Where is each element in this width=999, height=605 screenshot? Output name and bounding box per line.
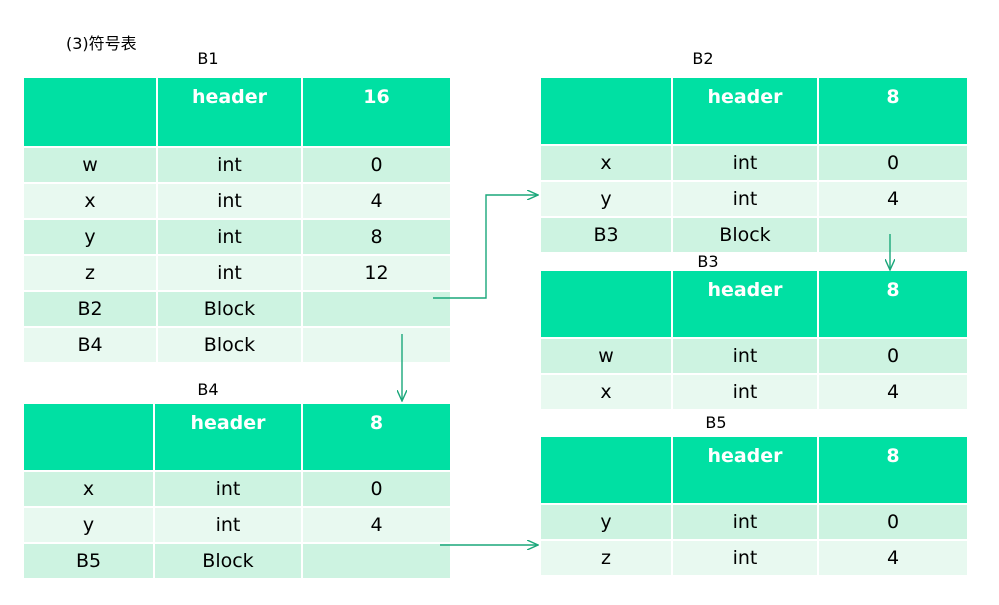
header-cell: 16 [301, 78, 450, 146]
header-cell [541, 271, 671, 337]
symbol-name-cell: w [541, 339, 671, 373]
header-cell [541, 437, 671, 503]
table-caption-b3: B3 [697, 252, 719, 271]
symbol-name-cell: x [24, 184, 156, 218]
header-cell: 8 [301, 404, 450, 470]
symbol-offset-cell: 4 [817, 541, 967, 575]
symbol-name-cell: B4 [24, 328, 156, 362]
symbol-name-cell: B2 [24, 292, 156, 326]
symbol-name-cell: z [24, 256, 156, 290]
symbol-name-cell: B5 [24, 544, 153, 578]
symbol-type-cell: int [671, 182, 817, 216]
symbol-offset-cell: 8 [301, 220, 450, 254]
header-cell: 8 [817, 271, 967, 337]
header-cell: 8 [817, 437, 967, 503]
header-cell [24, 404, 153, 470]
symbol-type-cell: int [156, 148, 301, 182]
header-cell: header [671, 78, 817, 144]
symbol-offset-cell: 0 [817, 339, 967, 373]
symbol-type-cell: int [156, 220, 301, 254]
symbol-type-cell: int [671, 541, 817, 575]
symbol-offset-cell: 4 [817, 375, 967, 409]
symbol-type-cell: Block [156, 328, 301, 362]
symbol-type-cell: int [671, 505, 817, 539]
header-cell: header [153, 404, 301, 470]
symbol-type-cell: int [153, 472, 301, 506]
header-cell: header [671, 271, 817, 337]
symbol-type-cell: int [671, 375, 817, 409]
symbol-type-cell: Block [153, 544, 301, 578]
symbol-name-cell: z [541, 541, 671, 575]
symbol-name-cell: y [24, 220, 156, 254]
page-title: (3)符号表 [66, 34, 137, 53]
symbol-name-cell: y [24, 508, 153, 542]
table-caption-b5: B5 [705, 413, 727, 432]
header-cell: header [156, 78, 301, 146]
symbol-offset-cell: 4 [301, 184, 450, 218]
symbol-type-cell: int [153, 508, 301, 542]
symbol-type-cell: Block [156, 292, 301, 326]
symbol-offset-cell [301, 544, 450, 578]
symbol-type-cell: int [156, 184, 301, 218]
symbol-type-cell: int [671, 339, 817, 373]
symbol-offset-cell [817, 218, 967, 252]
symbol-offset-cell: 12 [301, 256, 450, 290]
symbol-offset-cell [301, 292, 450, 326]
symbol-offset-cell [301, 328, 450, 362]
header-cell [541, 78, 671, 144]
symbol-name-cell: x [24, 472, 153, 506]
symbol-name-cell: y [541, 182, 671, 216]
symbol-name-cell: y [541, 505, 671, 539]
header-cell: header [671, 437, 817, 503]
header-cell: 8 [817, 78, 967, 144]
table-caption-b2: B2 [692, 49, 714, 68]
arrow-b1-to-b2 [433, 195, 538, 299]
symbol-type-cell: int [156, 256, 301, 290]
symbol-type-cell: Block [671, 218, 817, 252]
symbol-type-cell: int [671, 146, 817, 180]
symbol-offset-cell: 0 [301, 148, 450, 182]
symbol-name-cell: x [541, 375, 671, 409]
symbol-name-cell: x [541, 146, 671, 180]
table-caption-b1: B1 [197, 49, 219, 68]
symbol-offset-cell: 0 [817, 146, 967, 180]
symbol-offset-cell: 0 [301, 472, 450, 506]
symbol-offset-cell: 4 [817, 182, 967, 216]
header-cell [24, 78, 156, 146]
symbol-offset-cell: 0 [817, 505, 967, 539]
table-caption-b4: B4 [197, 380, 219, 399]
symbol-name-cell: w [24, 148, 156, 182]
symbol-name-cell: B3 [541, 218, 671, 252]
symbol-offset-cell: 4 [301, 508, 450, 542]
